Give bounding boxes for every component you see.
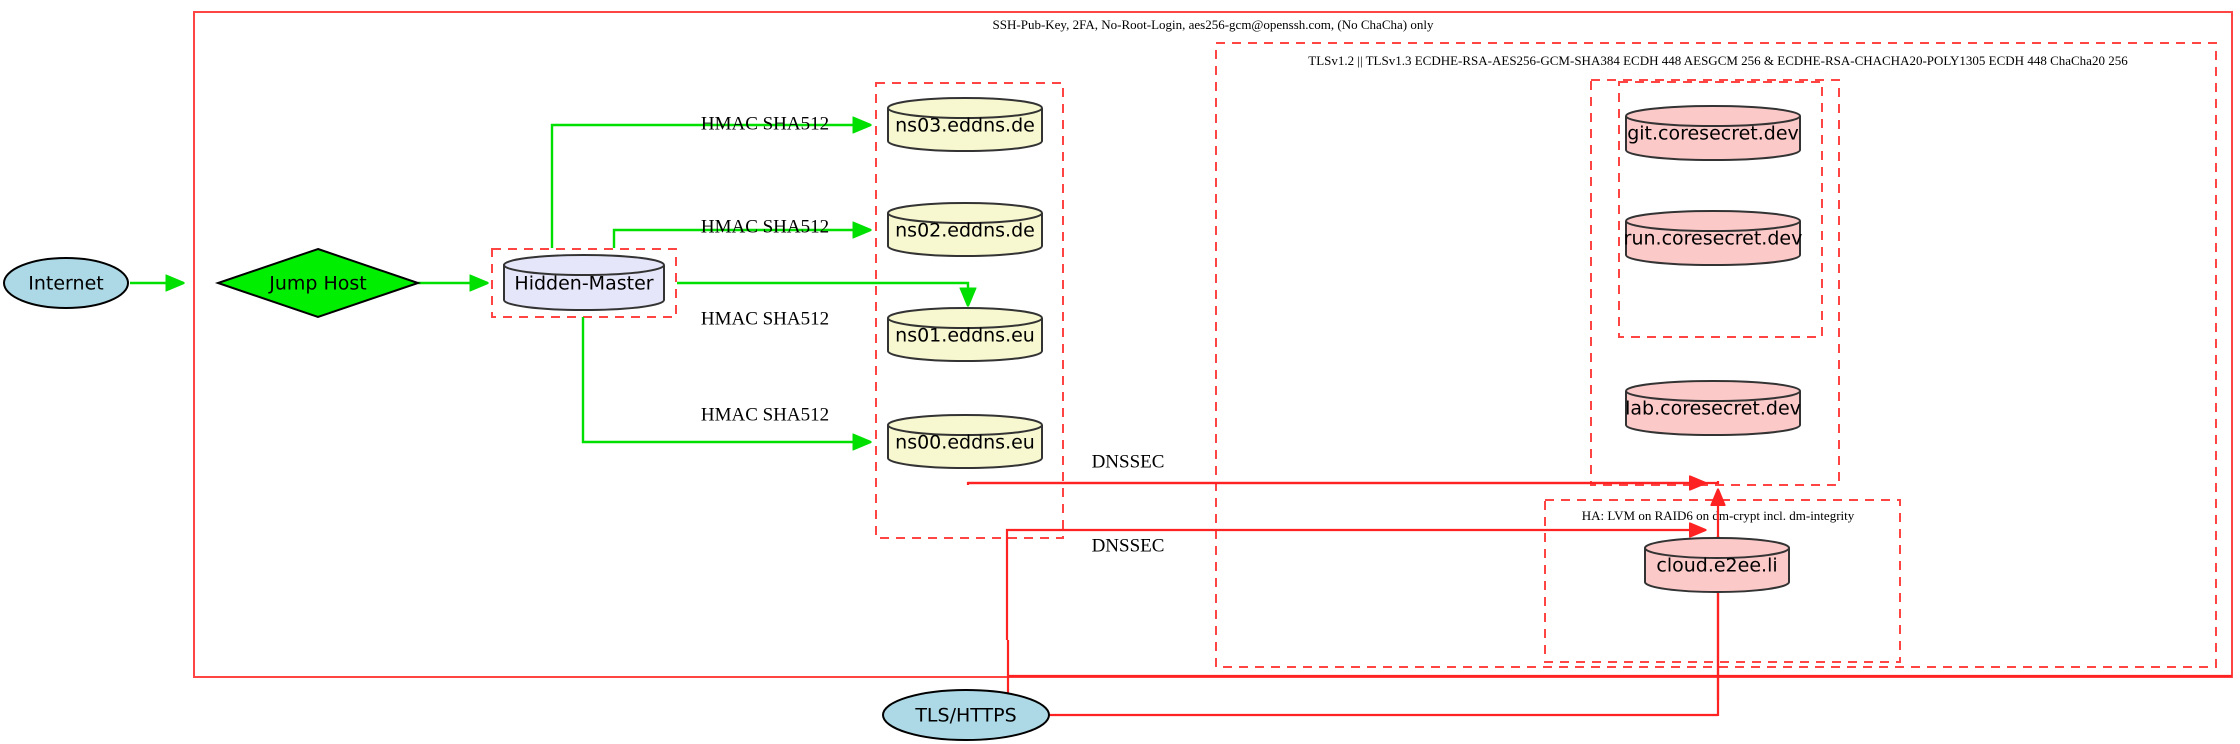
node-cloud-e2ee-label: cloud.e2ee.li [1656, 555, 1777, 577]
node-tls-https-label: TLS/HTTPS [914, 705, 1016, 727]
node-ns03[interactable]: ns03.eddns.de [887, 97, 1043, 152]
node-ns01-top [887, 317, 1043, 329]
node-git-coresecret[interactable]: git.coresecret.dev [1625, 105, 1801, 161]
node-cloud-e2ee-top [1644, 547, 1790, 559]
cluster-coresecret-inner-box [1618, 81, 1823, 338]
node-jump-host-label: Jump Host [268, 273, 367, 295]
node-lab-coresecret-label: lab.coresecret.dev [1625, 398, 1801, 420]
node-git-coresecret-label: git.coresecret.dev [1627, 123, 1799, 145]
node-internet[interactable]: Internet [3, 257, 129, 309]
node-lab-coresecret[interactable]: lab.coresecret.dev [1625, 380, 1801, 436]
cluster-tls-box [1215, 42, 2217, 668]
node-tls-https[interactable]: TLS/HTTPS [882, 689, 1050, 741]
edge-label-hmac-ns03: HMAC SHA512 [701, 113, 829, 134]
edge-hiddenmaster-to-ns01 [677, 281, 968, 305]
cluster-tls-label: TLSv1.2 || TLSv1.3 ECDHE-RSA-AES256-GCM-… [1308, 53, 2128, 68]
node-tls-https-shape [882, 689, 1050, 741]
edge-label-dnssec-lower: DNSSEC [1092, 535, 1165, 556]
node-hidden-master-top [503, 264, 665, 276]
node-ns02-shape [887, 202, 1043, 257]
cluster-ssh-label: SSH-Pub-Key, 2FA, No-Root-Login, aes256-… [993, 17, 1434, 32]
node-ns00-shape [887, 414, 1043, 469]
node-hidden-master-shape [503, 254, 665, 311]
edge-hiddenmaster-to-ns02 [612, 230, 870, 248]
node-ns00-label: ns00.eddns.eu [895, 432, 1035, 454]
node-ns01[interactable]: ns01.eddns.eu [887, 307, 1043, 362]
node-git-coresecret-top [1625, 115, 1801, 127]
node-hidden-master[interactable]: Hidden-Master [503, 254, 665, 311]
node-jump-host[interactable]: Jump Host [214, 247, 422, 319]
node-cloud-e2ee-shape [1644, 537, 1790, 593]
node-ns03-shape [887, 97, 1043, 152]
node-jump-host-shape [214, 247, 422, 319]
edge-label-hmac-ns00: HMAC SHA512 [701, 404, 829, 425]
node-git-coresecret-shape [1625, 105, 1801, 161]
node-ns02[interactable]: ns02.eddns.de [887, 202, 1043, 257]
node-ns03-label: ns03.eddns.de [895, 115, 1035, 137]
node-hidden-master-label: Hidden-Master [514, 273, 653, 295]
node-internet-shape [3, 257, 129, 309]
node-ns00-top [887, 424, 1043, 436]
edge-dnssec-lower [1005, 530, 1705, 640]
node-ns01-shape [887, 307, 1043, 362]
edge-hiddenmaster-to-ns03 [550, 125, 870, 248]
node-run-coresecret-label: run.coresecret.dev [1624, 228, 1803, 250]
node-run-coresecret-top [1625, 220, 1801, 232]
edge-label-hmac-ns02: HMAC SHA512 [701, 216, 829, 237]
node-ns01-label: ns01.eddns.eu [895, 325, 1035, 347]
cluster-nameserver-box [875, 82, 1064, 539]
node-run-coresecret[interactable]: run.coresecret.dev [1624, 210, 1803, 266]
node-lab-coresecret-top [1625, 390, 1801, 402]
edge-label-hmac-ns01: HMAC SHA512 [701, 308, 829, 329]
node-lab-coresecret-shape [1625, 380, 1801, 436]
cluster-ssh-box [193, 11, 2233, 678]
edge-label-dnssec-upper: DNSSEC [1092, 451, 1165, 472]
node-ns00[interactable]: ns00.eddns.eu [887, 414, 1043, 469]
node-ns02-top [887, 212, 1043, 224]
node-ns03-top [887, 107, 1043, 119]
node-ns02-label: ns02.eddns.de [895, 220, 1035, 242]
cluster-coresecret-outer-box [1590, 79, 1840, 486]
node-run-coresecret-shape [1625, 210, 1801, 266]
node-cloud-e2ee[interactable]: cloud.e2ee.li [1644, 537, 1790, 593]
node-internet-label: Internet [28, 273, 103, 295]
edge-hiddenmaster-to-ns00 [581, 317, 870, 442]
